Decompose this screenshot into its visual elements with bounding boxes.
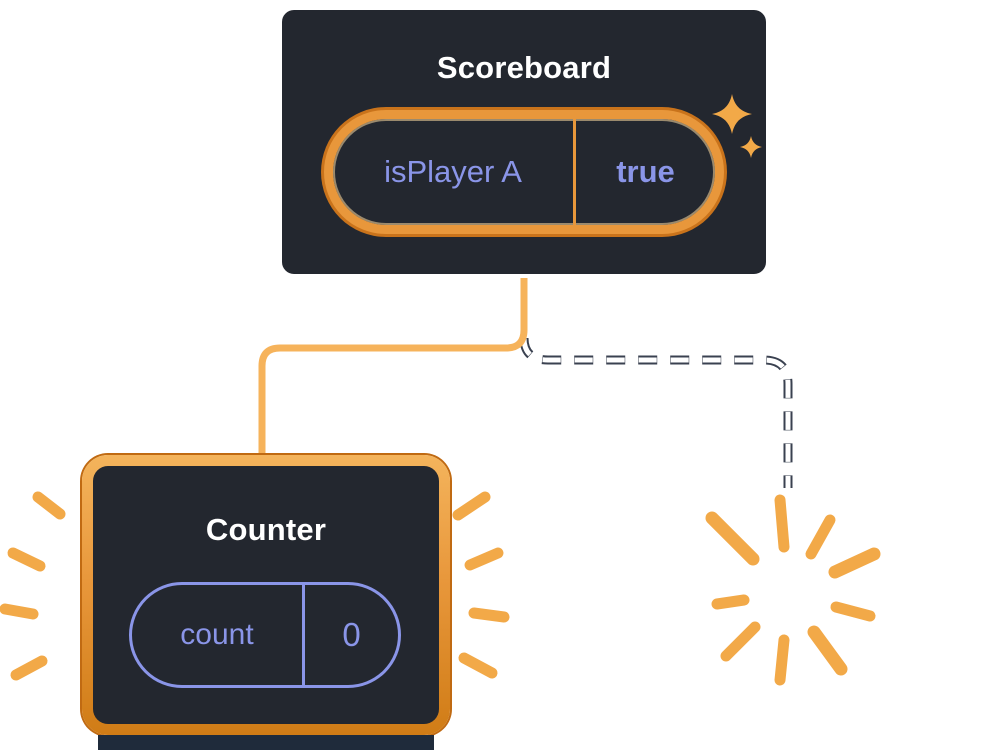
burst-rays-left-icon (0, 491, 66, 681)
counter-component-card: Counter count 0 (82, 455, 450, 735)
counter-state-label: count (180, 618, 254, 651)
burst-rays-right-icon (452, 491, 510, 679)
scoreboard-component-card: Scoreboard isPlayer A true (278, 6, 770, 278)
counter-state-pill: count 0 (129, 582, 401, 688)
connector-dashed-line (519, 337, 793, 488)
sparkle-small-icon (740, 136, 762, 158)
scoreboard-state-label: isPlayer A (384, 154, 522, 189)
pill-divider (302, 585, 305, 685)
counter-card-shadow (98, 735, 434, 750)
pill-divider (573, 119, 576, 225)
sparkle-icon (712, 94, 752, 134)
scoreboard-state-pill: isPlayer A true (324, 110, 724, 234)
counter-state-value: 0 (342, 616, 361, 653)
counter-title: Counter (205, 512, 327, 547)
counter-card-body: Counter count 0 (93, 466, 439, 724)
scoreboard-title: Scoreboard (436, 50, 612, 85)
connector-solid-line (258, 274, 528, 462)
poof-burst-icon (705, 494, 881, 686)
scoreboard-state-value: true (616, 154, 675, 189)
